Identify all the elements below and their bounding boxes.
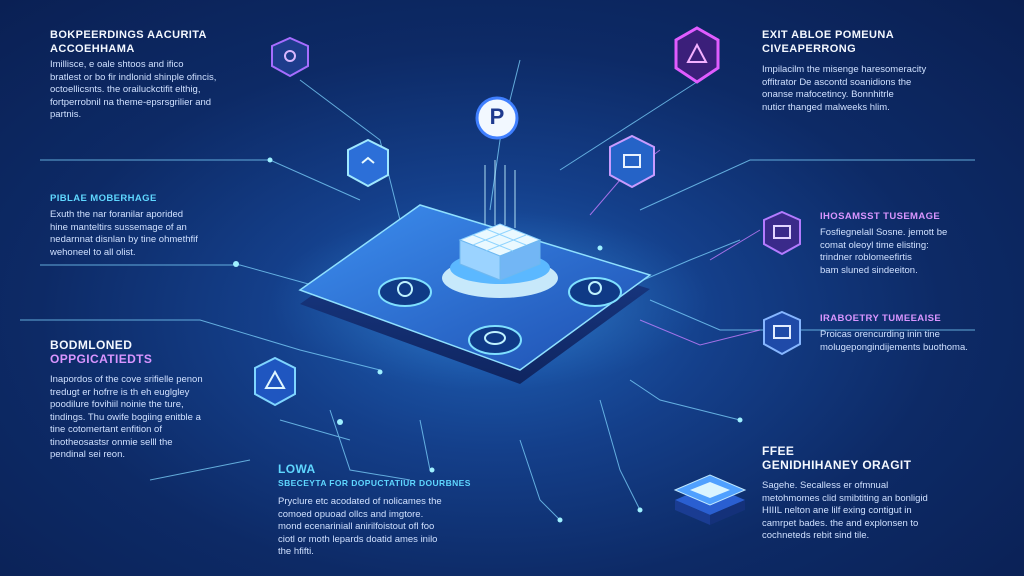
body-line: Inapordos of the cove srifielle penon [50, 374, 203, 385]
body-line: tinotheosastsr onmie selll the [50, 436, 173, 448]
data-cube-cluster [458, 223, 542, 281]
body-line: pendinal sei reon. [50, 449, 125, 460]
text-block-top-left: BOKPEERDINGS AACURITA ACCOEHHAMA Imillis… [50, 28, 270, 122]
text-block-mid-right-2: IRABOETRY TUMEEAISE Proicas orencurding … [820, 312, 1010, 354]
block-body: Sagehe. Secalless er ofmnual metohmomes … [762, 480, 998, 543]
block-title: IHOSAMSST TUSEMAGE [820, 211, 941, 222]
text-block-bottom-left: BODMLONED OPPGICATIEDTS Inapordos of the… [50, 338, 260, 462]
body-line: onanse mafocetincy. Bonnhitrle [762, 89, 894, 100]
shield-icon-right-lower [763, 310, 801, 356]
body-line: wehoneel to all olist. [50, 246, 136, 258]
body-line: bam sluned sindeeiton. [820, 264, 918, 276]
block-title: BOKPEERDINGS AACURITA [50, 29, 207, 41]
block-body: Fosfiegnelall Sosne. jemott be comat ole… [820, 227, 1010, 277]
body-line: Exuth the nar foranilar aporided [50, 209, 184, 220]
block-title: FFEE [762, 444, 795, 458]
body-line: comat oleoyl time elisting: [820, 239, 929, 251]
block-subtitle: GENIDHIHANEY ORAGIT [762, 458, 912, 472]
text-block-top-right: EXIT ABLOE POMEUNA CIVEAPERRONG Impilaci… [762, 28, 992, 114]
body-line: ciotl or moth lepards doatid ames inilo [278, 533, 438, 545]
body-line: tindings. Thu owife bogiing enitble a [50, 411, 201, 423]
block-subtitle: ACCOEHHAMA [50, 43, 135, 55]
body-line: poodilure fovihiil noinie the ture, [50, 399, 184, 410]
chip-stack-icon [673, 474, 747, 525]
shield-icon-right-upper [763, 210, 801, 256]
body-line: cochneteds rebit sind tile. [762, 530, 870, 541]
body-line: metohmomes clid smibtiting an bonligid [762, 492, 928, 504]
body-line: hine manteltirs sussemage of an [50, 221, 187, 233]
body-line: Pryclure etc acodated of nolicames the [278, 496, 442, 507]
body-line: offitrator De ascontd soanidions the [762, 76, 912, 88]
shield-icon-mid-right [609, 134, 655, 189]
glow-dots [233, 157, 743, 523]
center-token [475, 96, 519, 140]
body-line: HIIIL nelton ane lilf exing contigut in [762, 505, 912, 516]
body-line: bratlest or bo fir indlonid shinple ofin… [50, 71, 217, 83]
body-line: Impilacilm the misenge haresomeracity [762, 64, 927, 75]
block-body: Pryclure etc acodated of nolicames the c… [278, 496, 508, 559]
shield-icon-mid-left [347, 138, 389, 188]
block-subtitle: CIVEAPERRONG [762, 43, 857, 55]
text-block-bottom-right: FFEE GENIDHIHANEY ORAGIT Sagehe. Secalle… [762, 444, 998, 543]
block-body: Exuth the nar foranilar aporided hine ma… [50, 209, 250, 259]
block-title: LOWA [278, 462, 316, 476]
shield-icon-top-left [271, 36, 309, 78]
body-line: nuticr thanged malweeks hlim. [762, 101, 890, 113]
text-block-mid-right-1: IHOSAMSST TUSEMAGE Fosfiegnelall Sosne. … [820, 210, 1010, 277]
platform-node-left [378, 277, 432, 307]
body-line: Fosfiegnelall Sosne. jemott be [820, 227, 948, 238]
center-token-letter: P [489, 104, 505, 129]
body-line: Sagehe. Secalless er ofmnual [762, 480, 889, 491]
body-line: octoellicsnts. the orailuckctifit elthig… [50, 84, 201, 95]
block-subtitle: OPPGICATIEDTS [50, 352, 153, 366]
block-title: EXIT ABLOE POMEUNA [762, 29, 895, 41]
body-line: camrpet bades. the and explonsen to [762, 517, 919, 529]
connector-lines [20, 59, 975, 521]
platform-node-bottom [468, 325, 522, 355]
block-body: Inapordos of the cove srifielle penon tr… [50, 374, 260, 462]
body-line: mond ecenariniall anirilfoistout ofl foo [278, 521, 435, 532]
body-line: trindner roblomeefirtis [820, 252, 912, 263]
body-line: molugepongindijements buothoma. [820, 341, 968, 353]
light-beams [484, 160, 516, 228]
text-block-mid-left: PIBLAE MOBERHAGE Exuth the nar foranilar… [50, 192, 250, 259]
block-title: IRABOETRY TUMEEAISE [820, 313, 942, 324]
shield-icon-bottom-left [254, 356, 296, 407]
block-title: BODMLONED [50, 338, 133, 352]
text-block-bottom-center: LOWA SBECEYTA FOR DOPUCTATIUR DOURBNES P… [278, 462, 508, 559]
body-line: Imillisce, e oale shtoos and ifico [50, 59, 184, 70]
body-line: tine cotomertant enfition of [50, 424, 162, 435]
body-line: the hfifti. [278, 546, 314, 557]
body-line: comoed opuoad ollcs and imgtore. [278, 508, 424, 520]
body-line: fortperrobnil na theme-epsrsgrilier and [50, 96, 212, 108]
body-line: partnis. [50, 109, 82, 120]
block-title: PIBLAE MOBERHAGE [50, 193, 157, 204]
block-body: Imillisce, e oale shtoos and ifico bratl… [50, 59, 270, 122]
platform-node-right [568, 277, 622, 307]
block-subtitle: SBECEYTA FOR DOPUCTATIUR DOURBNES [278, 478, 471, 488]
block-body: Impilacilm the misenge haresomeracity of… [762, 64, 992, 114]
body-line: nedarnnat disnlan by tine ohmethfif [50, 234, 198, 245]
block-body: Proicas orencurding inin tine molugepong… [820, 329, 1010, 354]
body-line: tredugt er hofrre is th eh euglgley [50, 386, 190, 398]
shield-icon-top-right [674, 26, 720, 84]
body-line: Proicas orencurding inin tine [820, 329, 940, 340]
